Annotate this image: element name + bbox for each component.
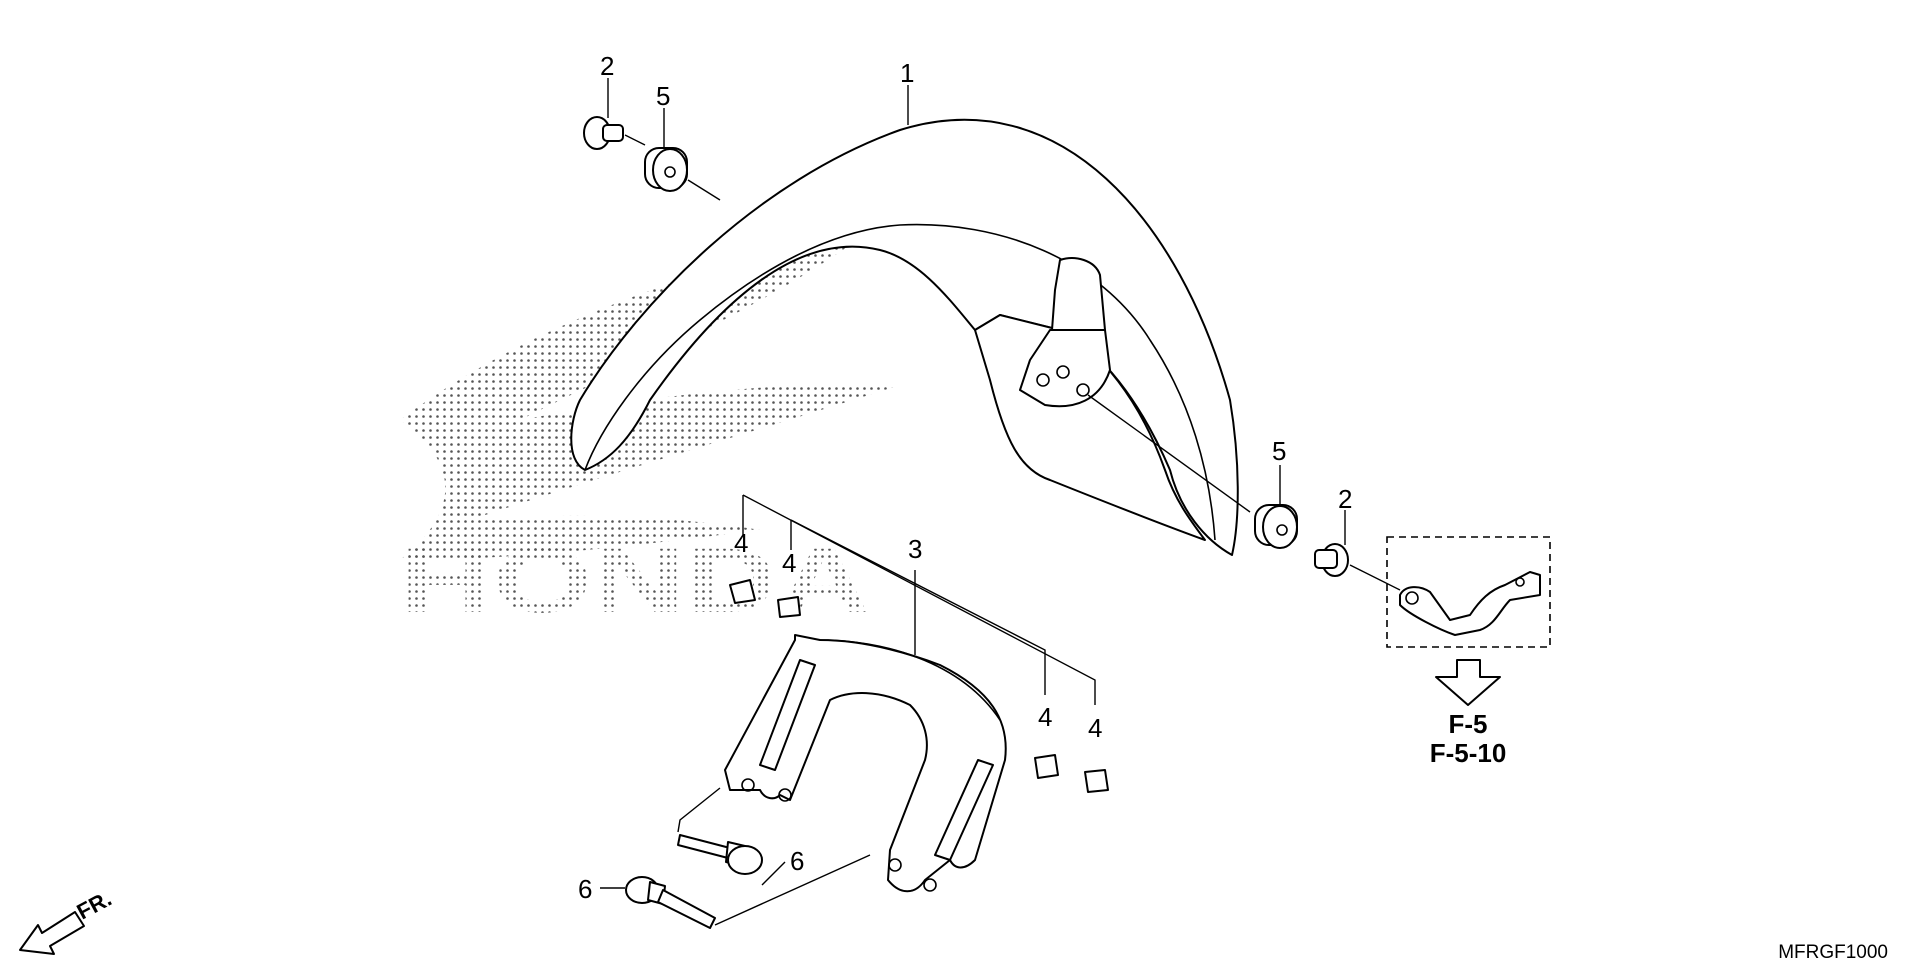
mounting-bracket: [1386, 536, 1551, 648]
callout-6-lower: 6: [578, 874, 592, 904]
front-arrow-icon: [19, 911, 85, 955]
collar-left: [583, 116, 624, 150]
grommet-left: [644, 147, 688, 192]
callout-2-left: 2: [600, 51, 614, 81]
fender-stay: [724, 634, 1007, 893]
callout-4-c: 4: [1038, 702, 1052, 732]
diagram-code: MFRGF1000: [1778, 942, 1888, 960]
front-direction-indicator: FR.: [19, 886, 116, 955]
collar-right: [1314, 543, 1349, 577]
reference-arrow: [1435, 659, 1501, 706]
callout-5-left: 5: [656, 81, 670, 111]
callout-2-right: 2: [1338, 484, 1352, 514]
callout-4-b: 4: [782, 548, 796, 578]
grommet-right: [1254, 504, 1298, 549]
clip-c: [1034, 754, 1059, 779]
bolt-upper: [677, 834, 763, 875]
front-fender: [570, 118, 1239, 556]
callout-labels: 1 2 5 5 2 3 4 4 4 4 6 6: [578, 51, 1352, 904]
callout-5-right: 5: [1272, 436, 1286, 466]
callout-3: 3: [908, 534, 922, 564]
leader-lines: [600, 78, 1401, 926]
callout-6-upper: 6: [790, 846, 804, 876]
bolt-lower: [625, 876, 716, 929]
clip-d: [1084, 769, 1109, 793]
callout-1: 1: [900, 58, 914, 88]
callout-4-d: 4: [1088, 713, 1102, 743]
honda-logo-wordmark: HONDA: [400, 530, 870, 632]
clip-b: [777, 596, 801, 618]
honda-wing-logo: HONDA: [400, 230, 900, 632]
reference-label-primary: F-5: [1449, 709, 1488, 739]
clip-a: [729, 579, 756, 604]
callout-4-a: 4: [734, 528, 748, 558]
reference-label-secondary: F-5-10: [1430, 738, 1507, 768]
